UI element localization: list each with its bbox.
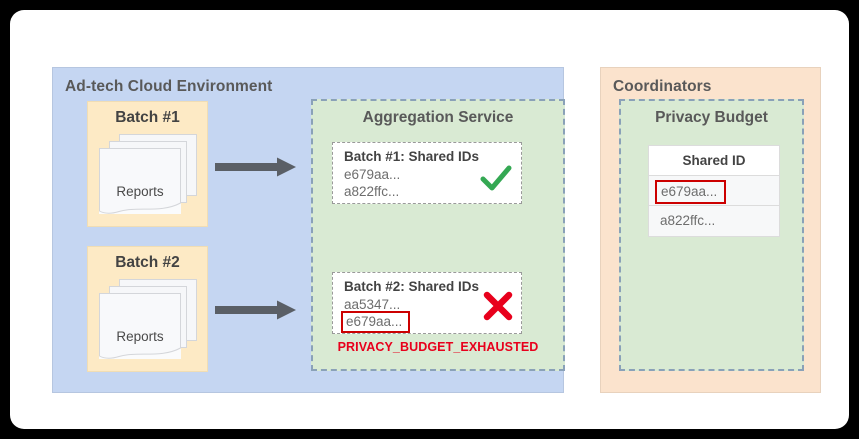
shared-id-value: aa5347... (344, 297, 401, 312)
privacy-budget-table: Shared ID e679aa... a822ffc... (648, 145, 780, 237)
ad-tech-cloud-environment-panel: Ad-tech Cloud Environment Batch #1 Repor… (52, 67, 565, 393)
report-paper-front: Reports (99, 148, 181, 214)
shared-ids-heading-1: Batch #1: Shared IDs (344, 149, 480, 164)
shared-ids-card-batch-2: Batch #2: Shared IDs aa5347... e679aa... (332, 272, 522, 334)
ad-tech-panel-title: Ad-tech Cloud Environment (65, 78, 273, 95)
reports-stack-2: Reports (99, 279, 199, 363)
coordinators-panel: Coordinators Privacy Budget Shared ID e6… (600, 67, 821, 393)
table-header-row: Shared ID (649, 146, 779, 176)
privacy-budget-title: Privacy Budget (655, 109, 768, 126)
reports-label-1: Reports (116, 184, 164, 199)
table-row: e679aa... (649, 176, 779, 206)
shared-ids-card-batch-1: Batch #1: Shared IDs e679aa... a822ffc..… (332, 142, 522, 204)
shared-id-value: e679aa... (344, 167, 401, 182)
aggregation-service-region: Aggregation Service Batch #1: Shared IDs… (311, 99, 565, 371)
page-card: Ad-tech Cloud Environment Batch #1 Repor… (10, 10, 849, 429)
shared-id-cell-highlighted: e679aa... (655, 180, 727, 204)
shared-id-value-highlighted: e679aa... (341, 311, 411, 333)
table-row: a822ffc... (649, 206, 779, 236)
batch-2-label: Batch #2 (115, 254, 180, 271)
arrow-right-icon (215, 157, 296, 177)
report-paper-front: Reports (99, 293, 181, 359)
report-document-icon (99, 293, 181, 359)
report-document-icon (99, 148, 181, 214)
reports-label-2: Reports (116, 329, 164, 344)
coordinators-panel-title: Coordinators (613, 78, 712, 95)
privacy-budget-region: Privacy Budget Shared ID e679aa... a822f… (619, 99, 804, 371)
aggregation-service-title: Aggregation Service (362, 109, 514, 126)
reports-stack-1: Reports (99, 134, 199, 218)
shared-id-cell: a822ffc... (660, 213, 716, 228)
shared-id-value: a822ffc... (344, 184, 400, 199)
batch-card-1: Batch #1 Reports (87, 101, 208, 227)
red-cross-icon (483, 291, 513, 321)
privacy-budget-error-text: PRIVACY_BUDGET_EXHAUSTED (337, 340, 539, 354)
column-header-shared-id: Shared ID (682, 153, 746, 168)
shared-ids-heading-2: Batch #2: Shared IDs (344, 279, 480, 294)
arrow-right-icon (215, 300, 296, 320)
batch-card-2: Batch #2 Reports (87, 246, 208, 372)
green-check-icon (480, 165, 512, 191)
batch-1-label: Batch #1 (115, 109, 180, 126)
